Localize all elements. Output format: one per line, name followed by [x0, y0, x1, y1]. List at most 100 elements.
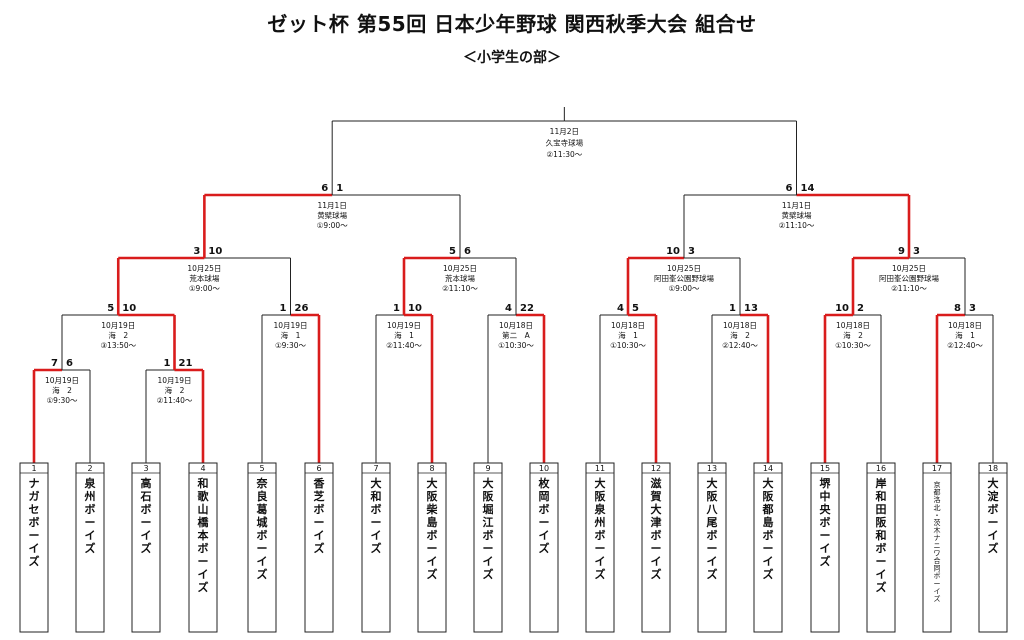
- match-time: ①9:00～: [317, 221, 349, 230]
- match-time: ②11:10～: [779, 221, 815, 230]
- team-name: 泉州ボーイズ: [84, 476, 97, 555]
- score-left: 1: [729, 303, 736, 314]
- score-right: 3: [688, 246, 695, 257]
- team-name: 枚岡ボーイズ: [539, 476, 551, 555]
- score-right: 6: [464, 246, 471, 257]
- score-right: 10: [208, 246, 222, 257]
- team-number: 7: [373, 464, 378, 473]
- team-box: [697, 462, 727, 633]
- match-date: 10月19日: [157, 376, 191, 385]
- score-right: 21: [179, 358, 193, 369]
- team-number: 13: [707, 464, 717, 473]
- team-name: 大阪都島ボーイズ: [762, 476, 775, 581]
- team-name: 滋賀大津ボーイズ: [650, 476, 662, 581]
- match-venue: 荒本球場: [445, 273, 475, 283]
- match-time: ①9:00～: [189, 284, 221, 293]
- score-left: 9: [898, 246, 905, 257]
- team-box: [304, 462, 334, 633]
- score-right: 26: [295, 303, 309, 314]
- team-box: [529, 462, 559, 633]
- score-right: 2: [857, 303, 864, 314]
- team-box: [361, 462, 391, 633]
- score-right: 22: [520, 303, 534, 314]
- match-venue: 第二 A: [502, 330, 530, 340]
- team-number: 6: [316, 464, 321, 473]
- team-name: 岸和田阪和ボーイズ: [876, 476, 888, 594]
- score-left: 1: [164, 358, 171, 369]
- score-right: 10: [122, 303, 136, 314]
- team-number: 3: [143, 464, 148, 473]
- team-number: 10: [539, 464, 549, 473]
- team-number: 14: [763, 464, 773, 473]
- team-name: 和歌山橋本ボーイズ: [198, 476, 210, 594]
- team-box: [978, 462, 1008, 633]
- score-left: 8: [954, 303, 961, 314]
- match-time: ②11:10～: [891, 284, 927, 293]
- score-left: 5: [449, 246, 456, 257]
- team-name: 大淀ボーイズ: [988, 476, 1000, 555]
- match-time: ②12:40～: [722, 341, 758, 350]
- match-time: ③13:50～: [100, 341, 136, 350]
- match-venue: 海 1: [955, 330, 975, 340]
- match-date: 10月18日: [836, 321, 870, 330]
- score-left: 3: [193, 246, 200, 257]
- score-right: 10: [408, 303, 422, 314]
- score-right: 6: [66, 358, 73, 369]
- score-left: 7: [51, 358, 58, 369]
- score-right: 3: [969, 303, 976, 314]
- team-name: 大阪堀江ボーイズ: [483, 476, 495, 581]
- score-left: 10: [666, 246, 680, 257]
- team-box: [188, 462, 218, 633]
- match-time: ②11:40～: [157, 396, 193, 405]
- team-box: [641, 462, 671, 633]
- match-venue: 黄檗球場: [782, 210, 812, 220]
- team-box: [810, 462, 840, 633]
- match-venue: 阿田峯公園野球場: [654, 273, 714, 283]
- team-name: 大和ボーイズ: [371, 476, 382, 555]
- match-venue: 海 2: [52, 385, 72, 395]
- team-box: [247, 462, 277, 633]
- match-venue: 荒本球場: [189, 273, 219, 283]
- score-left: 4: [617, 303, 624, 314]
- team-number: 12: [651, 464, 661, 473]
- team-number: 16: [876, 464, 886, 473]
- score-right: 13: [744, 303, 758, 314]
- score-left: 4: [505, 303, 512, 314]
- match-date: 11月2日: [550, 127, 579, 136]
- match-venue: 久宝寺球場: [546, 138, 584, 148]
- match-date: 10月18日: [499, 321, 533, 330]
- score-right: 5: [632, 303, 639, 314]
- team-number: 8: [429, 464, 434, 473]
- score-left: 1: [280, 303, 287, 314]
- score-left: 1: [393, 303, 400, 314]
- match-time: ①9:30～: [275, 341, 307, 350]
- team-name: 大阪柴島ボーイズ: [426, 476, 439, 581]
- team-name: 奈良葛城ボーイズ: [256, 476, 269, 581]
- match-time: ①10:30～: [835, 341, 871, 350]
- team-number: 2: [87, 464, 92, 473]
- team-box: [75, 462, 105, 633]
- match-venue: 阿田峯公園野球場: [879, 273, 939, 283]
- team-name: 大阪泉州ボーイズ: [594, 476, 607, 581]
- match-time: ②11:10～: [442, 284, 478, 293]
- match-venue: 海 2: [165, 385, 185, 395]
- score-left: 10: [835, 303, 849, 314]
- match-venue: 海 2: [843, 330, 863, 340]
- score-right: 3: [913, 246, 920, 257]
- match-date: 10月19日: [101, 321, 135, 330]
- match-date: 11月1日: [782, 201, 811, 210]
- score-left: 6: [321, 183, 328, 194]
- score-left: 5: [107, 303, 114, 314]
- team-number: 5: [259, 464, 264, 473]
- match-time: ①10:30～: [498, 341, 534, 350]
- team-box: [585, 462, 615, 633]
- match-venue: 海 2: [108, 330, 128, 340]
- team-number: 17: [932, 464, 942, 473]
- team-number: 9: [485, 464, 490, 473]
- team-box: [922, 462, 952, 633]
- page-title: ゼット杯 第55回 日本少年野球 関西秋季大会 組合せ: [267, 12, 757, 36]
- team-name: 大阪八尾ボーイズ: [706, 476, 719, 581]
- match-date: 10月25日: [187, 264, 221, 273]
- team-box: [473, 462, 503, 633]
